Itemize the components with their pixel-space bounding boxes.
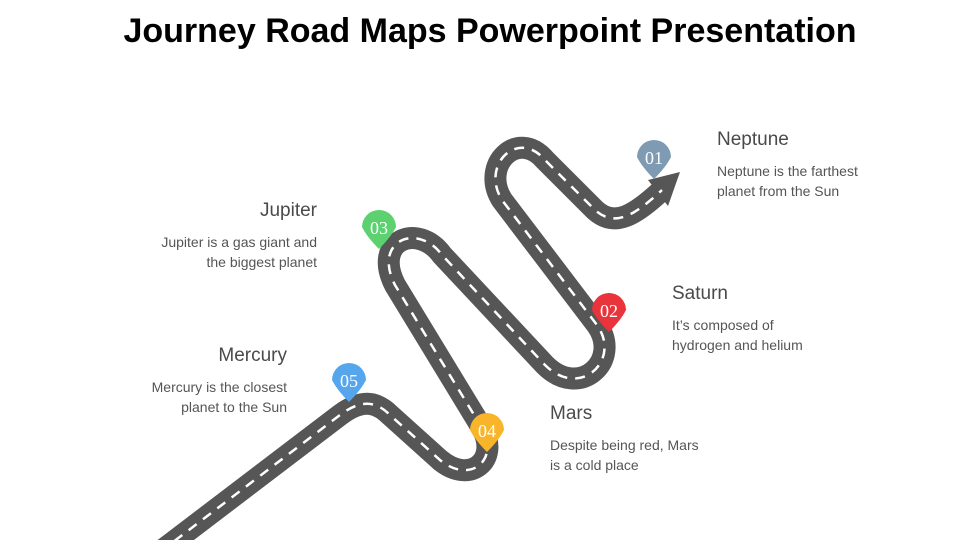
pin-label: 04 <box>478 421 496 441</box>
pin-label: 02 <box>600 301 618 321</box>
pin-label: 03 <box>370 218 388 238</box>
milestone-desc-line: Jupiter is a gas giant and <box>161 234 317 250</box>
milestone-neptune: Neptune Neptune is the farthest planet f… <box>717 129 858 201</box>
milestone-desc-line: hydrogen and helium <box>672 337 803 353</box>
pin-04: 04 <box>470 413 504 452</box>
milestone-jupiter: Jupiter Jupiter is a gas giant and the b… <box>161 200 317 272</box>
milestone-desc-line: Mercury is the closest <box>151 379 287 395</box>
milestone-desc-line: planet from the Sun <box>717 183 840 199</box>
milestone-saturn: Saturn It’s composed of hydrogen and hel… <box>672 283 803 355</box>
slide-title: Journey Road Maps Powerpoint Presentatio… <box>123 12 857 50</box>
milestone-desc-line: the biggest planet <box>206 254 317 270</box>
milestone-mars: Mars Despite being red, Mars is a cold p… <box>550 403 699 475</box>
milestone-desc-line: is a cold place <box>550 457 639 473</box>
milestone-title: Jupiter <box>259 200 317 221</box>
milestone-title: Mercury <box>218 345 287 366</box>
pin-03: 03 <box>362 210 396 249</box>
pin-02: 02 <box>592 293 626 332</box>
road-centerline <box>173 146 663 540</box>
milestone-desc-line: Despite being red, Mars <box>550 437 699 453</box>
milestone-desc-line: It’s composed of <box>672 317 774 333</box>
pin-01: 01 <box>637 140 671 179</box>
pin-05: 05 <box>332 363 366 402</box>
milestone-title: Saturn <box>672 283 728 304</box>
milestone-title: Mars <box>550 403 593 424</box>
milestone-title: Neptune <box>717 129 789 150</box>
milestone-desc-line: planet to the Sun <box>181 399 287 415</box>
pin-label: 05 <box>340 371 358 391</box>
pin-label: 01 <box>645 148 663 168</box>
milestone-desc-line: Neptune is the farthest <box>717 163 858 179</box>
road-arrowhead <box>648 172 680 206</box>
milestone-mercury: Mercury Mercury is the closest planet to… <box>152 345 287 417</box>
